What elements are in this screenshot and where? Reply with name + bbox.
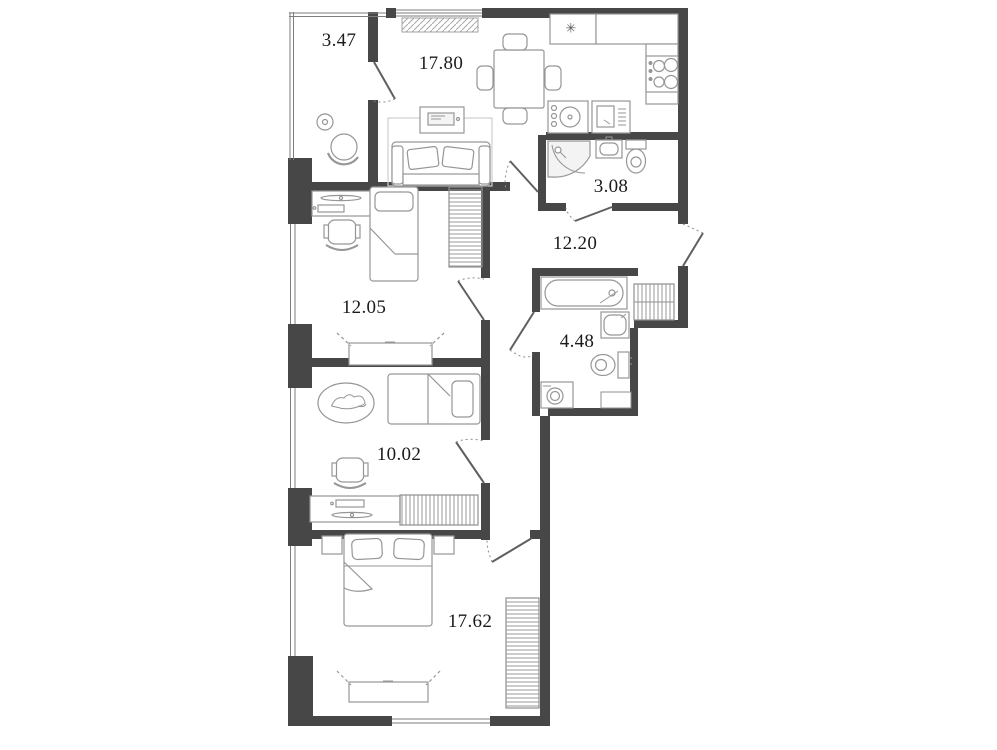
bedroom2-door-leaf [455, 441, 485, 484]
living-hall-door-leaf [509, 160, 539, 193]
dining-chair-icon [502, 107, 528, 125]
washing-machine-icon [540, 381, 574, 409]
shower-icon [547, 140, 591, 178]
doors [373, 61, 704, 563]
bedroom1-furniture [311, 186, 483, 366]
dining-table-icon [476, 33, 562, 125]
bedroom1-dresser-icon [336, 332, 445, 366]
room-label-bedroom-2: 10.02 [376, 444, 422, 465]
bath-main-toilet-icon [590, 351, 632, 379]
bedroom1-bed-icon [369, 186, 419, 282]
bedroom2-bed-icon [387, 373, 481, 425]
bathtub-icon [540, 276, 628, 310]
bath-small-toilet-icon [625, 139, 647, 174]
balcony-furniture [316, 113, 359, 166]
entry-door-leaf [682, 232, 704, 267]
stove-icon [645, 55, 679, 93]
kitchen-counter-top [595, 13, 679, 45]
bathroom-main-fixtures [540, 276, 632, 409]
plumbing-box [600, 391, 632, 409]
master-wardrobe-icon [505, 597, 540, 709]
dining-chair-icon [502, 33, 528, 51]
bedroom1-wardrobe-icon [448, 186, 483, 268]
master-bed-icon [343, 533, 433, 627]
window-bedroom2 [290, 388, 296, 488]
bedroom1-desk-icon [311, 190, 373, 217]
bedroom2-chair-icon [331, 457, 369, 489]
nightstand-icon [433, 535, 455, 555]
bedroom2-furniture [309, 373, 481, 526]
bedroom2-wardrobe-icon [399, 494, 479, 526]
room-label-master: 17.62 [447, 611, 493, 632]
radiator-icon [401, 17, 479, 33]
sofa-icon [391, 141, 491, 187]
bathroom-small-door-leaf [574, 206, 613, 222]
dining-chair-icon [544, 65, 562, 91]
tv-stand-icon [419, 106, 465, 134]
bedroom1-chair-icon [323, 219, 361, 251]
living-furniture [387, 33, 562, 187]
bath-small-sink-icon [595, 136, 623, 159]
bedroom1-door-leaf [457, 280, 485, 321]
hallway-furniture [633, 283, 675, 321]
nightstand-icon [321, 535, 343, 555]
dining-chair-icon [476, 65, 494, 91]
balcony-glazing-top [289, 12, 386, 17]
kitchen [547, 13, 679, 134]
room-label-bathroom-main: 4.48 [559, 331, 595, 352]
room-label-bathroom-small: 3.08 [593, 176, 629, 197]
room-label-hallway: 12.20 [552, 233, 598, 254]
door-swings [373, 98, 704, 563]
room-label-balcony: 3.47 [321, 30, 357, 51]
master-door-leaf [491, 537, 533, 563]
bathroom-small-fixtures [547, 136, 647, 178]
window-master-bottom [392, 716, 490, 726]
room-label-bedroom-1: 12.05 [341, 297, 387, 318]
kitchen-sink-icon [547, 100, 589, 134]
room-label-living-kitchen: 17.80 [418, 53, 464, 74]
windows [289, 8, 490, 726]
bathroom-main-door-leaf [509, 311, 535, 351]
bedroom2-desk-icon [309, 495, 401, 523]
window-master [290, 546, 296, 656]
balcony-door-leaf [373, 61, 396, 100]
balcony-glazing-left [289, 12, 294, 160]
master-furniture [321, 533, 540, 709]
master-dresser-icon [336, 670, 441, 703]
bedroom2-rug-icon [317, 382, 375, 424]
dishwasher-icon [591, 100, 631, 134]
bath-main-sink-icon [600, 311, 630, 339]
balcony-armchair-icon [326, 133, 359, 166]
kitchen-vent-marker: ✳ [565, 21, 577, 37]
window-bedroom1 [290, 224, 296, 324]
